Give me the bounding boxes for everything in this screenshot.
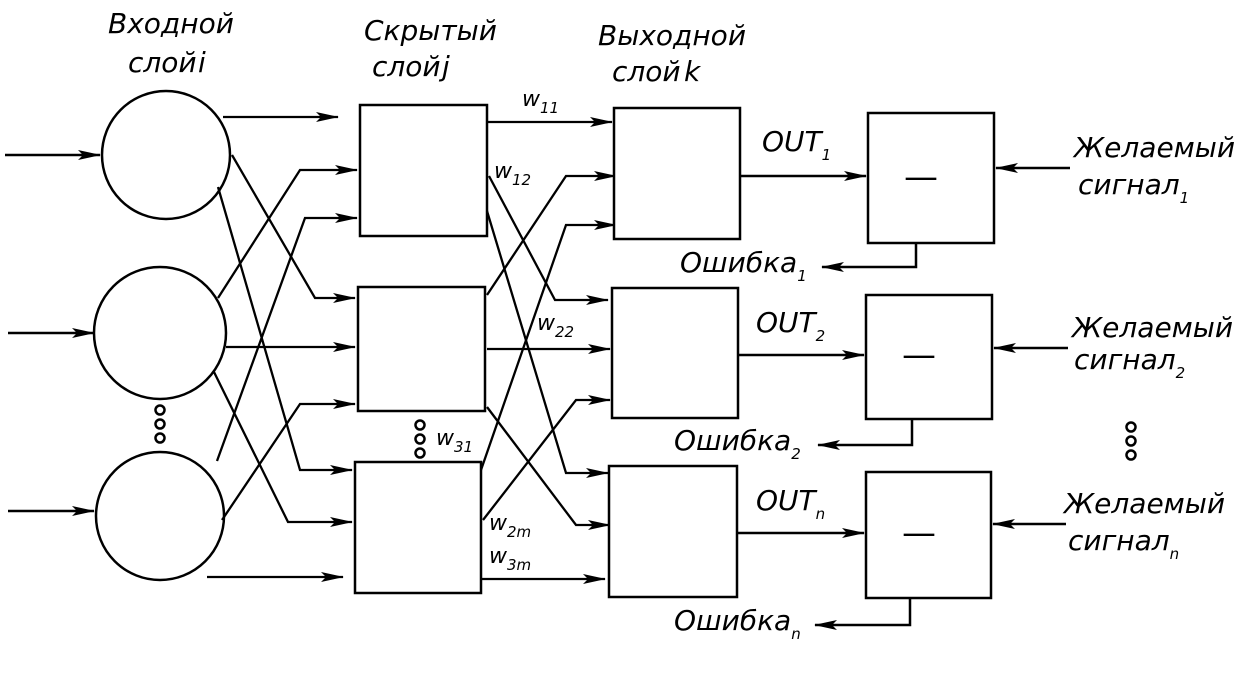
weight-label-w12: w12: [494, 159, 531, 189]
input-layer-index: i: [198, 46, 206, 79]
hidden-ellipsis-dots: [414, 419, 426, 459]
desired-label-2-line2: сигнал2: [1074, 343, 1185, 382]
out-labels: OUT1 OUT2 OUTn: [756, 125, 831, 523]
connection-i1-h2: [231, 154, 356, 303]
hidden-layer-subtitle: слой: [372, 50, 441, 83]
input-hidden-connections: [207, 112, 358, 582]
desired-label-1-line1: Желаемый: [1072, 131, 1235, 164]
output-layer-title: Выходной: [598, 19, 746, 52]
error-arrow-3: [814, 598, 912, 630]
hidden-layer-header: Скрытый слой j: [364, 14, 497, 83]
output-neuron-2: [610, 286, 740, 420]
error-label-3: Ошибкаn: [674, 604, 801, 643]
output-neuron-1: [612, 106, 742, 241]
desired-ellipsis-dots: [1125, 421, 1137, 461]
desired-label-2-line1: Желаемый: [1070, 311, 1233, 344]
error-arrow-2: [817, 419, 914, 450]
weight-labels: w11 w12 w22 w31 w2m w3m: [436, 87, 574, 574]
connection-h2-o3: [486, 406, 611, 530]
out-label-1: OUT1: [762, 125, 831, 164]
error-label-2: Ошибка2: [674, 424, 801, 463]
input-layer-header: Входной слой i: [108, 7, 234, 79]
input-neurons: [92, 89, 232, 582]
input-neuron-3: [94, 450, 226, 582]
out-label-2: OUT2: [756, 306, 825, 345]
input-layer-title: Входной: [108, 7, 234, 40]
subtractor-block-3: [864, 470, 993, 600]
subtractor-blocks: [864, 111, 996, 600]
output-neurons: [607, 106, 742, 599]
weight-label-w22: w22: [537, 311, 574, 341]
output-neuron-3: [607, 464, 739, 599]
hidden-neurons: [353, 103, 489, 595]
connection-h2-o1: [486, 171, 617, 296]
connection-i2-h1: [217, 165, 358, 299]
weight-label-w31: w31: [436, 426, 473, 456]
connection-h1-o3: [485, 210, 609, 478]
minus-sign-1: —: [904, 157, 938, 197]
hidden-neuron-1: [358, 103, 489, 238]
hidden-layer-title: Скрытый: [364, 14, 497, 47]
error-arrows: [814, 243, 918, 630]
error-arrow-1: [821, 243, 918, 272]
output-layer-header: Выходной слой k: [598, 19, 746, 88]
output-layer-subtitle: слой: [612, 55, 681, 88]
desired-label-3-line1: Желаемый: [1062, 487, 1225, 520]
connection-i1-h3: [216, 186, 353, 475]
hidden-neuron-3: [353, 460, 483, 595]
desired-label-1-line2: сигнал1: [1078, 168, 1189, 207]
connection-i3-h1: [215, 213, 358, 462]
error-label-1: Ошибка1: [680, 246, 807, 285]
weight-label-w3m: w3m: [489, 544, 531, 574]
hidden-neuron-2: [356, 285, 487, 413]
output-layer-index: k: [684, 55, 702, 88]
out-arrows: [737, 171, 867, 538]
input-ellipsis-dots: [154, 404, 166, 444]
connection-h1-o2: [487, 175, 609, 305]
hidden-output-connections: [479, 117, 617, 584]
out-label-3: OUTn: [756, 484, 825, 523]
connection-h3-o1: [479, 220, 617, 471]
desired-arrows: [992, 163, 1070, 529]
input-layer-subtitle: слой: [128, 46, 197, 79]
connection-i3-h2: [221, 399, 356, 521]
subtractor-block-2: [864, 293, 994, 421]
input-arrows: [5, 150, 101, 516]
input-neuron-1: [100, 89, 232, 221]
desired-label-3-line2: сигналn: [1068, 524, 1179, 563]
minus-sign-2: —: [902, 335, 936, 375]
error-labels: Ошибка1 Ошибка2 Ошибкаn: [674, 246, 807, 643]
connection-i2-h3: [212, 371, 353, 527]
subtract-symbols: — — —: [902, 157, 938, 553]
subtractor-block-1: [866, 111, 996, 245]
minus-sign-3: —: [902, 513, 936, 553]
desired-labels: Желаемый сигнал1 Желаемый сигнал2 Желаем…: [1062, 131, 1235, 563]
connection-h3-o2: [482, 395, 611, 521]
weight-label-w2m: w2m: [489, 511, 531, 541]
input-neuron-2: [92, 265, 228, 401]
weight-label-w11: w11: [522, 87, 559, 117]
